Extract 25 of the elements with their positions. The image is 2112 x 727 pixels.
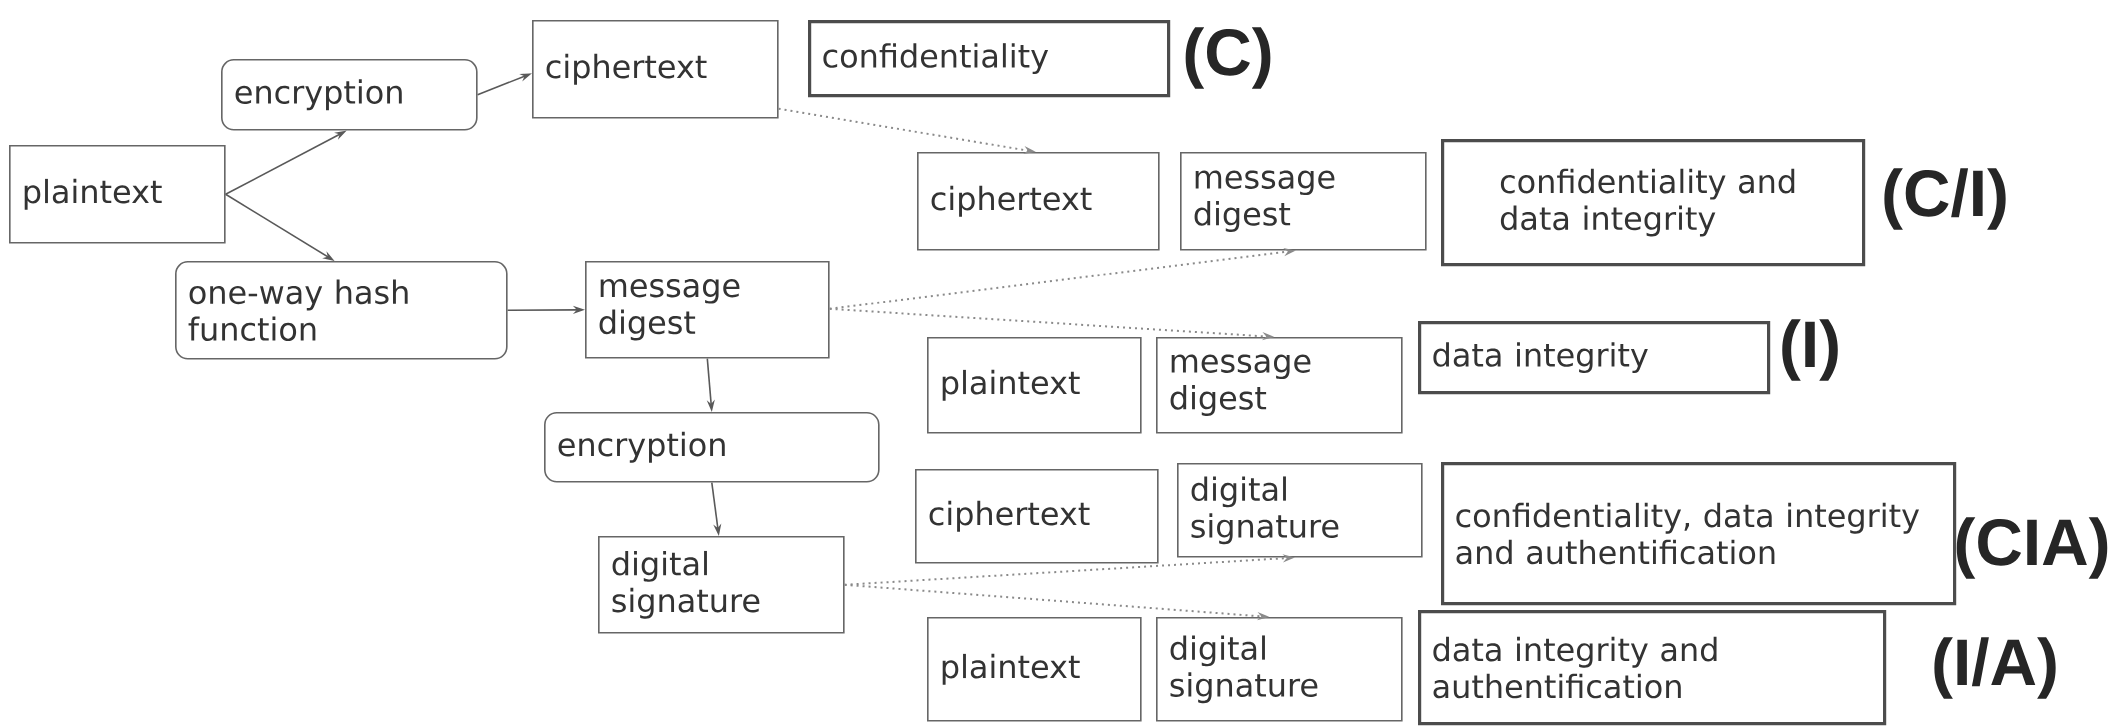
text-box: plaintext <box>9 145 226 244</box>
result-box: confidentiality and data integrity <box>1441 139 1866 267</box>
text-box: message digest <box>585 261 830 359</box>
process-box: one-way hash function <box>175 261 508 360</box>
text-box: digital signature <box>1177 463 1423 558</box>
text-box: message digest <box>1156 337 1403 434</box>
text-box: plaintext <box>927 617 1142 722</box>
process-box: encryption <box>221 59 478 131</box>
category-code: (CIA) <box>1956 517 2108 579</box>
result-box: data integrity <box>1418 321 1771 395</box>
category-code: (C/I) <box>1884 168 2006 230</box>
result-box: confidentiality <box>808 20 1171 98</box>
result-box: confidentiality, data integrity and authentification <box>1441 462 1957 606</box>
category-code: (I/A) <box>1934 637 2056 699</box>
text-box: message digest <box>1180 152 1427 251</box>
result-box: data integrity and authentification <box>1418 610 1887 726</box>
category-code: (I) <box>1782 319 1838 381</box>
text-box: ciphertext <box>917 152 1160 251</box>
category-code: (C) <box>1185 27 1271 89</box>
process-box: encryption <box>544 412 880 483</box>
text-box: ciphertext <box>915 469 1159 564</box>
text-box: ciphertext <box>532 20 779 119</box>
text-box: plaintext <box>927 337 1142 434</box>
text-box: digital signature <box>1156 617 1403 722</box>
text-box: digital signature <box>598 536 845 634</box>
